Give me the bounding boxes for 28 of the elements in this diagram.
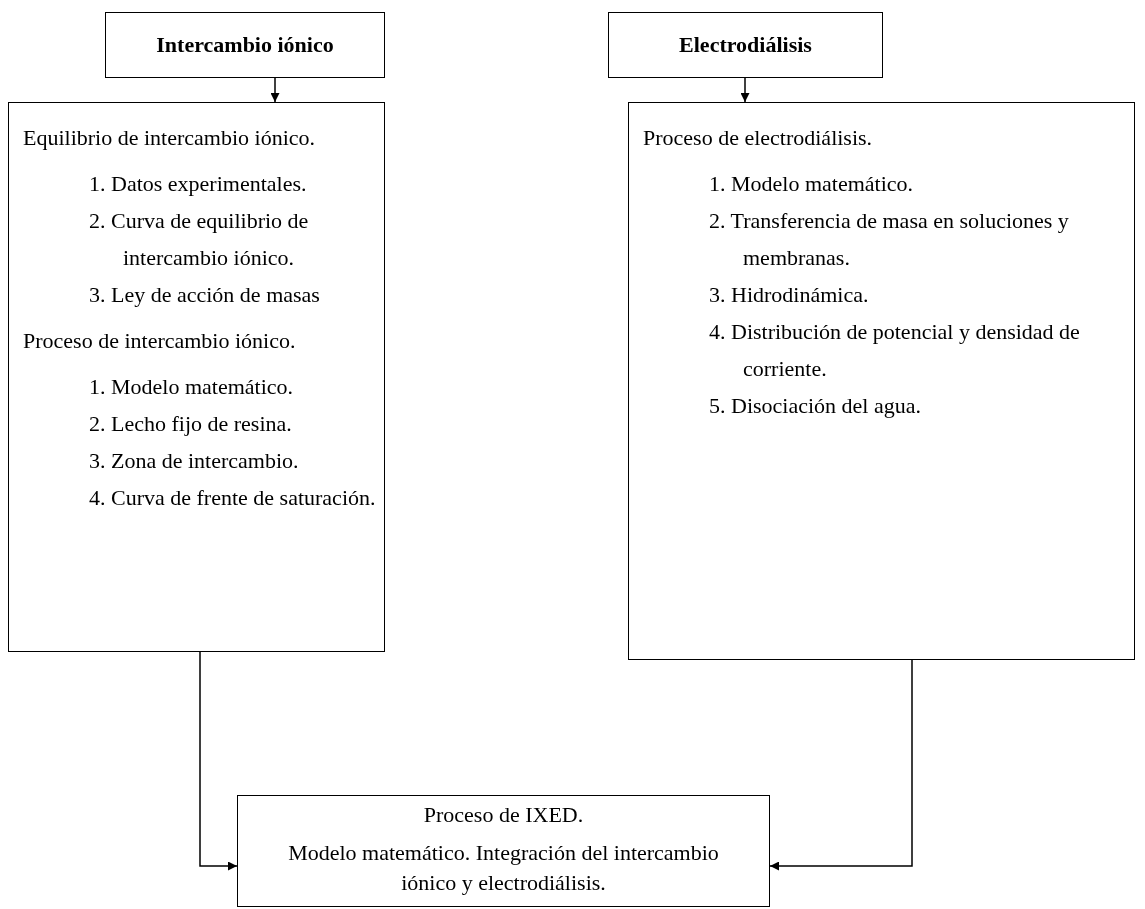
list-item: 1. Datos experimentales. bbox=[88, 170, 308, 198]
arrow bbox=[270, 77, 280, 103]
list-item: 2. Curva de equilibrio de intercambio iónico. bbox=[88, 207, 310, 272]
box-heading: Intercambio iónico bbox=[155, 31, 335, 59]
arrow bbox=[199, 651, 238, 871]
category-box bbox=[105, 12, 385, 78]
box-heading: Proceso de IXED. bbox=[422, 801, 585, 829]
list-item: 5. Disociación del agua. bbox=[708, 392, 922, 420]
description-text: Modelo matemático. Integración del intercambio iónico y electrodiálisis. bbox=[288, 839, 719, 897]
list-item: 3. Hidrodinámica. bbox=[708, 281, 870, 309]
content-box bbox=[628, 102, 1135, 660]
list-item: 3. Zona de intercambio. bbox=[88, 447, 300, 475]
list-item: 3. Ley de acción de masas bbox=[88, 281, 321, 309]
section-heading: Equilibrio de intercambio iónico. bbox=[23, 124, 317, 152]
result-box bbox=[237, 795, 770, 907]
box-heading: Electrodiálisis bbox=[678, 31, 813, 59]
arrow bbox=[740, 77, 750, 103]
list-item: 1. Modelo matemático. bbox=[708, 170, 915, 198]
arrow bbox=[769, 659, 913, 871]
list-item: 2. Lecho fijo de resina. bbox=[88, 410, 293, 438]
list-item: 1. Modelo matemático. bbox=[88, 373, 295, 401]
section-heading: Proceso de intercambio iónico. bbox=[23, 327, 297, 355]
list-item: 4. Distribución de potencial y densidad de corriente. bbox=[708, 318, 1081, 383]
list-item: 2. Transferencia de masa en soluciones y membranas. bbox=[708, 207, 1070, 272]
category-box bbox=[608, 12, 883, 78]
section-heading: Proceso de electrodiálisis. bbox=[643, 124, 874, 152]
content-box bbox=[8, 102, 385, 652]
list-item: 4. Curva de frente de saturación. bbox=[88, 484, 376, 512]
